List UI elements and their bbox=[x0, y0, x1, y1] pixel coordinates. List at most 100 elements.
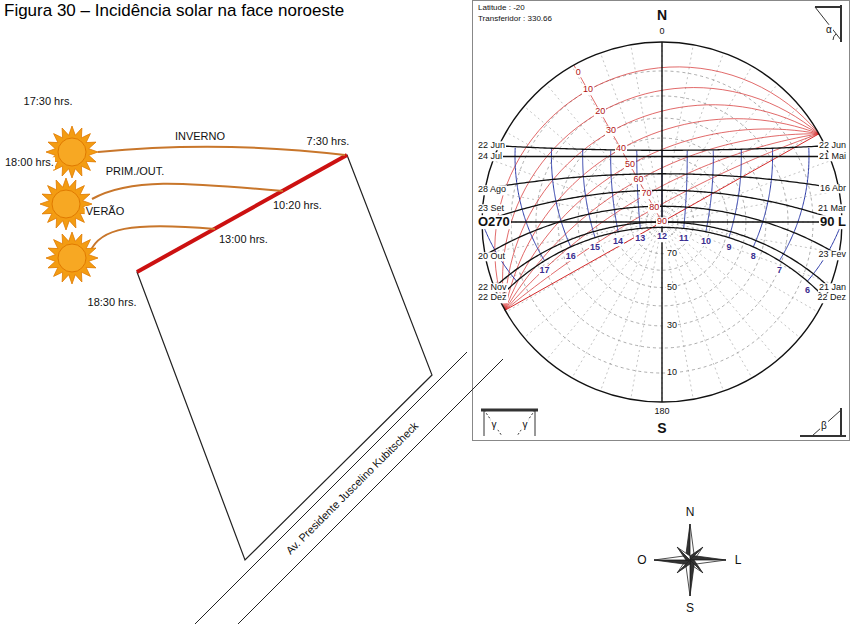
azimuth-line bbox=[572, 222, 662, 378]
protractor-angle: 50 bbox=[624, 160, 636, 169]
angle-line bbox=[812, 410, 841, 436]
azimuth-line bbox=[662, 53, 724, 222]
hour-line bbox=[684, 151, 688, 229]
street-edge bbox=[195, 352, 467, 624]
alpha-icon bbox=[815, 5, 841, 42]
date-label: 22 Nov bbox=[477, 283, 508, 292]
street-band: Av. Presidente Juscelino Kubitscheck bbox=[279, 415, 425, 561]
altitude-label: 30 bbox=[666, 321, 678, 330]
hour-label: 8 bbox=[750, 252, 757, 261]
angle-line bbox=[815, 7, 841, 40]
azimuth-line bbox=[546, 84, 662, 222]
azimuth-line bbox=[662, 222, 839, 253]
hour-label: 14 bbox=[612, 237, 624, 246]
time-label: 10:20 hrs. bbox=[272, 200, 323, 212]
sun-symbol bbox=[46, 232, 98, 284]
azimuth-line bbox=[600, 222, 662, 391]
sun-disc bbox=[58, 244, 86, 272]
wall-symbol bbox=[840, 5, 842, 42]
azimuth-label: 180 bbox=[653, 407, 670, 416]
hour-label: 12 bbox=[656, 233, 668, 242]
fin-line bbox=[484, 410, 485, 436]
compass-rose bbox=[654, 524, 726, 596]
date-label: 16 Abr bbox=[819, 184, 847, 193]
sun-disc bbox=[52, 190, 80, 218]
hour-label: 7 bbox=[776, 266, 783, 275]
time-label: 18:00 hrs. bbox=[4, 157, 55, 169]
hour-label: 10 bbox=[700, 237, 712, 246]
street-name: Av. Presidente Juscelino Kubitscheck bbox=[283, 419, 420, 556]
time-label: 13:00 hrs. bbox=[218, 234, 269, 246]
date-label: 24 Jul bbox=[477, 152, 503, 161]
hour-line bbox=[706, 151, 713, 232]
fin-line bbox=[535, 410, 536, 436]
building-outline bbox=[137, 155, 432, 560]
protractor-angle: 60 bbox=[632, 175, 644, 184]
altitude-label: 50 bbox=[666, 283, 678, 292]
date-label: 22 Dez bbox=[477, 293, 508, 302]
suns bbox=[40, 126, 98, 284]
cardinal-label: S bbox=[656, 421, 667, 436]
angle-line bbox=[484, 410, 502, 436]
chart-info: Transferidor : 330.66 bbox=[477, 15, 553, 23]
date-label: 22 Dez bbox=[816, 293, 847, 302]
protractor-angle: 30 bbox=[605, 127, 617, 136]
protractor-angle: 70 bbox=[640, 190, 652, 199]
azimuth-label: 0 bbox=[658, 27, 665, 36]
date-label: 23 Fev bbox=[817, 251, 847, 260]
date-label: 22 Jun bbox=[818, 141, 847, 150]
hour-line bbox=[551, 149, 570, 247]
time-label: 7:30 hrs. bbox=[306, 136, 351, 148]
hour-line bbox=[583, 150, 595, 238]
sun-path-equinox bbox=[92, 184, 283, 199]
sun-rays bbox=[46, 232, 98, 284]
chart-frame bbox=[473, 1, 850, 441]
angle-arc bbox=[833, 34, 836, 40]
hour-line bbox=[753, 149, 772, 247]
season-label: VERÃO bbox=[85, 206, 126, 218]
time-label: 17:30 hrs. bbox=[23, 96, 74, 108]
altitude-label: 10 bbox=[666, 368, 678, 377]
sun-path-winter bbox=[98, 147, 345, 155]
compass-point bbox=[690, 556, 726, 560]
hour-label: 9 bbox=[725, 243, 732, 252]
horizon-circle bbox=[482, 42, 842, 402]
hour-label: 11 bbox=[678, 234, 690, 243]
solar-chart bbox=[482, 42, 842, 402]
beta-icon bbox=[800, 408, 846, 436]
azimuth-line bbox=[662, 222, 818, 312]
sun-symbol bbox=[40, 178, 92, 230]
azimuth-line bbox=[662, 222, 752, 378]
date-label: 21 Mar bbox=[817, 204, 847, 213]
sun-path-summer bbox=[90, 226, 215, 252]
protractor-angle: 0 bbox=[575, 68, 582, 77]
hour-label: 17 bbox=[539, 266, 551, 275]
compass-label: S bbox=[685, 602, 695, 615]
northwest-facade bbox=[137, 155, 347, 272]
date-label: 28 Ago bbox=[477, 185, 507, 194]
angle-symbol: β bbox=[820, 421, 828, 432]
cardinal-label: 90 L bbox=[819, 215, 847, 229]
angle-symbol: α bbox=[825, 25, 833, 36]
compass-label: L bbox=[734, 554, 743, 567]
date-label: 20 Out bbox=[477, 252, 506, 261]
protractor-angle: 40 bbox=[615, 144, 627, 153]
compass-label: N bbox=[685, 506, 696, 519]
wall-symbol bbox=[840, 408, 842, 436]
azimuth-line bbox=[662, 222, 800, 338]
hour-label: 6 bbox=[804, 286, 811, 295]
compass-label: O bbox=[636, 554, 647, 567]
season-label: PRIM./OUT. bbox=[105, 166, 166, 178]
street-edge bbox=[238, 359, 503, 624]
compass-point bbox=[677, 547, 690, 560]
azimuth-line bbox=[662, 106, 800, 222]
protractor-angle: 20 bbox=[594, 107, 606, 116]
date-label: 21 Mai bbox=[818, 152, 847, 161]
season-label: INVERNO bbox=[174, 131, 226, 143]
angle-line bbox=[517, 410, 535, 436]
hour-line bbox=[611, 151, 618, 232]
hour-label: 16 bbox=[565, 252, 577, 261]
